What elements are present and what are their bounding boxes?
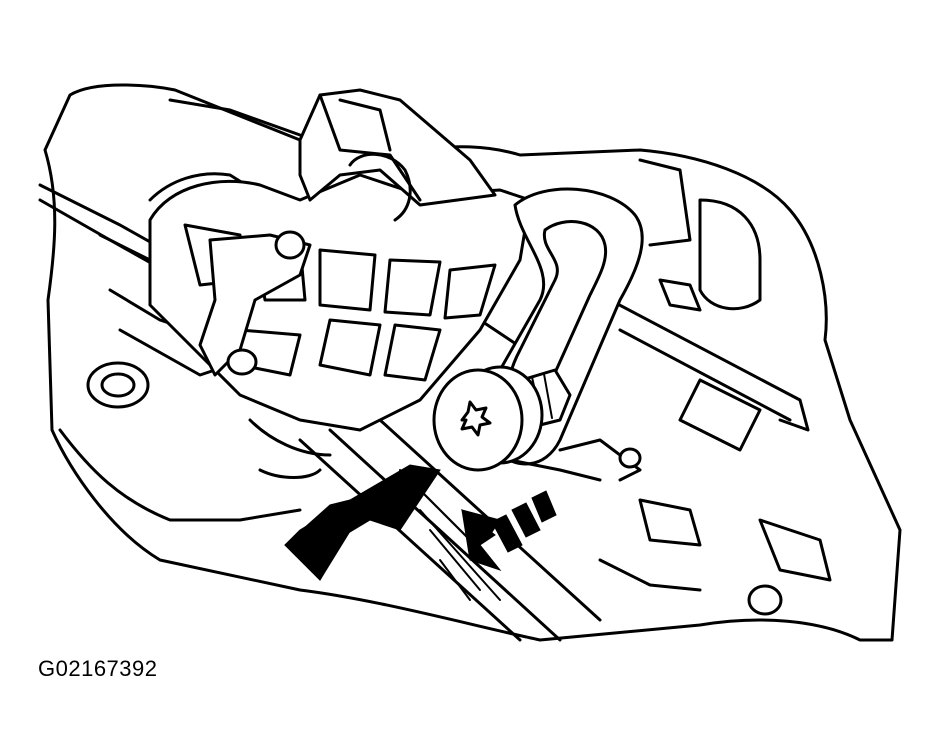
dashed-arrow [461,490,557,572]
torx-bolt [432,365,572,472]
lock-bracket [148,88,532,432]
primary-arrow [284,464,441,581]
figure-id-code: G02167392 [38,656,158,681]
